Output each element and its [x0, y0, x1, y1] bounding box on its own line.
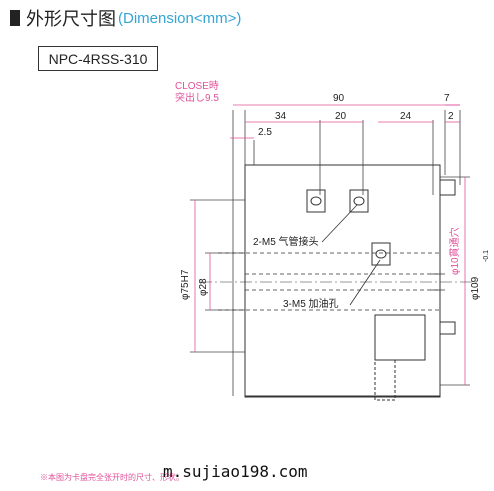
dim-2-5: 2.5 — [258, 127, 272, 138]
watermark: m.sujiao198.com — [163, 462, 308, 481]
thru-hole-label: φ10貫通穴 — [448, 227, 461, 275]
callout-leaders — [321, 204, 381, 306]
callout-air-port: 2-M5 气管接头 — [253, 235, 319, 248]
section-header: 外形尺寸图 (Dimension<mm>) — [10, 8, 242, 29]
model-label: NPC-4RSS-310 — [38, 46, 158, 71]
close-value: 突出し9.5 — [175, 91, 219, 104]
dim-34: 34 — [275, 111, 287, 122]
port-features — [306, 189, 426, 401]
dim-7: 7 — [444, 93, 450, 104]
chuck-body — [244, 164, 456, 398]
footer-note: ※本图为卡盘完全张开时的尺寸、形状。 — [40, 473, 184, 482]
dim-75h7: φ75H7 — [180, 269, 191, 300]
callout-oil-port: 3-M5 加油孔 — [283, 297, 339, 310]
dim-24: 24 — [400, 111, 412, 122]
extension-lines — [190, 110, 470, 396]
header-square-icon — [10, 10, 20, 26]
dim-20: 20 — [335, 111, 347, 122]
through-bore — [218, 252, 440, 311]
dim-28: φ28 — [198, 278, 209, 296]
dim-2: 2 — [448, 111, 454, 122]
header-title-en: (Dimension<mm>) — [118, 9, 242, 27]
dim-109: φ109 — [470, 276, 481, 300]
dim-109-tol: -0.1 — [483, 250, 490, 262]
close-label: CLOSE時 — [175, 80, 219, 92]
header-title-cn: 外形尺寸图 — [26, 9, 116, 29]
dimension-texts: 90 7 34 20 24 2 2.5 — [258, 93, 454, 138]
dim-90: 90 — [333, 93, 345, 104]
